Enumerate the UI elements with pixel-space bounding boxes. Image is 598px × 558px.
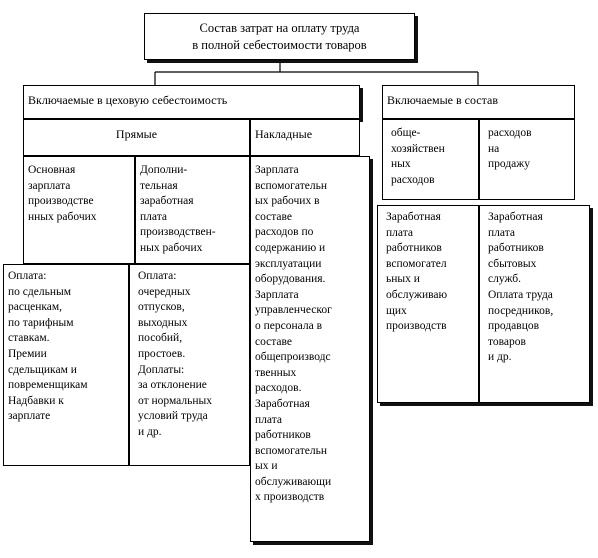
- label-overhead: Накладные: [250, 119, 360, 156]
- diagram-title: Состав затрат на оплату труда в полной с…: [144, 13, 415, 60]
- overhead-details-box: Зарплата вспомогательн ых рабочих в сост…: [250, 156, 370, 542]
- additional-payments-box: Оплата: очередных отпусков, выходных пос…: [129, 264, 250, 466]
- basic-payments-box: Оплата: по сдельным расценкам, по тарифн…: [3, 264, 129, 466]
- header-included-in: Включаемые в состав: [382, 85, 575, 119]
- label-direct: Прямые: [23, 119, 250, 156]
- label-general-expenses: обще- хозяйствен ных расходов: [382, 119, 479, 200]
- label-selling-expenses: расходов на продажу: [479, 119, 575, 200]
- header-shop-cost: Включаемые в цеховую себестоимость: [23, 85, 360, 119]
- selling-expenses-details: Заработная плата работников сбытовых слу…: [479, 205, 590, 403]
- general-expenses-details: Заработная плата работников вспомогател …: [377, 205, 479, 403]
- basic-wages-box: Основная зарплата производстве нных рабо…: [23, 156, 135, 264]
- additional-wages-box: Дополни- тельная заработная плата произв…: [135, 156, 250, 264]
